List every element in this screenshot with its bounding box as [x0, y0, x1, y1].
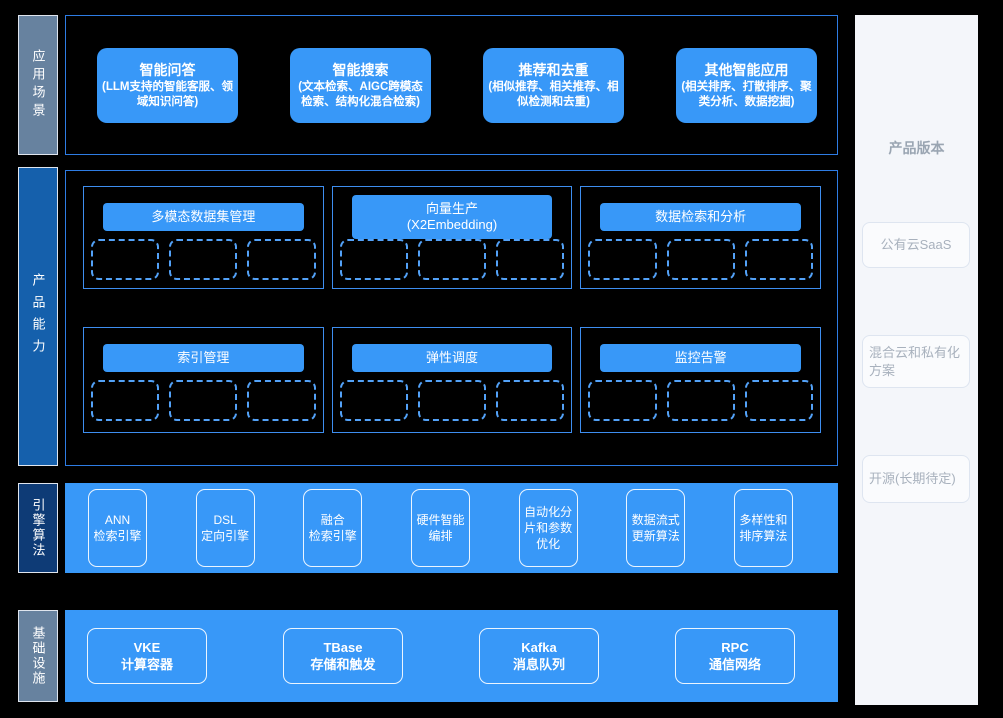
- placeholder-box: [339, 239, 408, 280]
- scenario-title: 推荐和去重: [518, 61, 589, 78]
- layer-label-capability: 产品能力: [18, 167, 58, 466]
- version-item-hybrid-private: 混合云和私有化方案: [862, 335, 970, 388]
- placeholder-row: [588, 380, 813, 421]
- placeholder-row: [588, 239, 813, 280]
- capability-group-retrieval: 数据检索和分析: [580, 186, 821, 289]
- capability-group-embedding: 向量生产 (X2Embedding): [331, 186, 573, 289]
- placeholder-box: [339, 380, 408, 421]
- placeholder-box: [91, 239, 160, 280]
- placeholder-row: [91, 380, 316, 421]
- capability-group-dataset: 多模态数据集管理: [83, 186, 324, 289]
- scenario-box-other: 其他智能应用 (相关排序、打散排序、聚类分析、数据挖掘): [676, 47, 817, 123]
- capability-group-scaling: 弹性调度: [331, 327, 573, 433]
- placeholder-box: [247, 380, 316, 421]
- placeholder-row: [91, 239, 316, 280]
- capability-group-monitoring: 监控告警: [580, 327, 821, 433]
- infra-box-kafka: Kafka 消息队列: [479, 628, 599, 684]
- scenario-subtitle: (LLM支持的智能客服、领域知识问答): [102, 80, 233, 108]
- placeholder-box: [496, 239, 565, 280]
- engine-box-ann: ANN 检索引擎: [88, 489, 147, 567]
- capability-title-area: 监控告警: [600, 337, 801, 379]
- scenario-subtitle: (相关排序、打散排序、聚类分析、数据挖掘): [681, 80, 812, 108]
- version-item-open-source: 开源(长期待定): [862, 455, 970, 503]
- placeholder-box: [169, 239, 238, 280]
- scenario-title: 其他智能应用: [704, 61, 789, 78]
- infra-box-rpc: RPC 通信网络: [675, 628, 795, 684]
- capability-title: 多模态数据集管理: [103, 203, 304, 231]
- product-version-panel: 产品版本 公有云SaaS 混合云和私有化方案 开源(长期待定): [855, 15, 978, 705]
- placeholder-box: [744, 380, 813, 421]
- product-version-title: 产品版本: [888, 140, 945, 156]
- placeholder-box: [417, 239, 487, 280]
- capability-title: 弹性调度: [351, 344, 553, 372]
- placeholder-row: [339, 380, 565, 421]
- placeholder-box: [588, 239, 657, 280]
- engine-section: ANN 检索引擎 DSL 定向引擎 融合 检索引擎 硬件智能 编排 自动化分 片…: [65, 483, 838, 573]
- scenario-title: 智能问答: [139, 61, 196, 78]
- capability-title: 监控告警: [600, 344, 801, 372]
- placeholder-box: [588, 380, 657, 421]
- capability-section: 多模态数据集管理 向量生产 (X2Embedding): [65, 170, 838, 466]
- engine-box-streaming: 数据流式 更新算法: [626, 489, 686, 567]
- capability-title: 向量生产 (X2Embedding): [351, 195, 553, 239]
- placeholder-box: [169, 380, 238, 421]
- placeholder-box: [496, 380, 565, 421]
- capability-row-1: 多模态数据集管理 向量生产 (X2Embedding): [83, 186, 821, 289]
- capability-title-area: 索引管理: [103, 337, 304, 379]
- scenario-subtitle: (相似推荐、相关推荐、相似检测和去重): [488, 80, 619, 108]
- capability-title: 数据检索和分析: [600, 203, 801, 231]
- infra-box-tbase: TBase 存储和触发: [283, 628, 403, 684]
- placeholder-box: [247, 239, 316, 280]
- scenario-box-qa: 智能问答 (LLM支持的智能客服、领域知识问答): [97, 47, 238, 123]
- placeholder-box: [91, 380, 160, 421]
- capability-row-2: 索引管理 弹性调度 监控告警: [83, 327, 821, 433]
- placeholder-box: [666, 239, 735, 280]
- layer-label-infra: 基础设施: [18, 610, 58, 702]
- placeholder-row: [339, 239, 565, 280]
- infra-section: VKE 计算容器 TBase 存储和触发 Kafka 消息队列 RPC 通信网络: [65, 610, 838, 702]
- scenarios-section: 智能问答 (LLM支持的智能客服、领域知识问答) 智能搜索 (文本检索、AIGC…: [65, 15, 838, 155]
- scenario-box-search: 智能搜索 (文本检索、AIGC跨模态检索、结构化混合检索): [290, 47, 431, 123]
- engine-box-hardware: 硬件智能 编排: [410, 489, 470, 567]
- engine-box-dsl: DSL 定向引擎: [195, 489, 255, 567]
- version-item-public-cloud: 公有云SaaS: [862, 222, 970, 268]
- layer-label-engine: 引擎算法: [18, 483, 58, 573]
- infra-box-vke: VKE 计算容器: [87, 628, 207, 684]
- engine-box-autoshard: 自动化分 片和参数 优化: [518, 489, 578, 567]
- placeholder-box: [417, 380, 487, 421]
- capability-title: 索引管理: [103, 344, 304, 372]
- scenario-subtitle: (文本检索、AIGC跨模态检索、结构化混合检索): [298, 80, 423, 108]
- engine-box-fusion: 融合 检索引擎: [303, 489, 363, 567]
- capability-title-area: 弹性调度: [351, 337, 553, 379]
- engine-box-ranking: 多样性和 排序算法: [733, 489, 793, 567]
- capability-title-area: 多模态数据集管理: [103, 196, 304, 238]
- capability-title-area: 数据检索和分析: [600, 196, 801, 238]
- placeholder-box: [666, 380, 735, 421]
- scenario-box-recommend: 推荐和去重 (相似推荐、相关推荐、相似检测和去重): [483, 47, 624, 123]
- capability-title-area: 向量生产 (X2Embedding): [351, 195, 553, 239]
- layer-label-scenarios: 应用场景: [18, 15, 58, 155]
- placeholder-box: [744, 239, 813, 280]
- scenario-title: 智能搜索: [332, 61, 389, 78]
- capability-group-index: 索引管理: [83, 327, 324, 433]
